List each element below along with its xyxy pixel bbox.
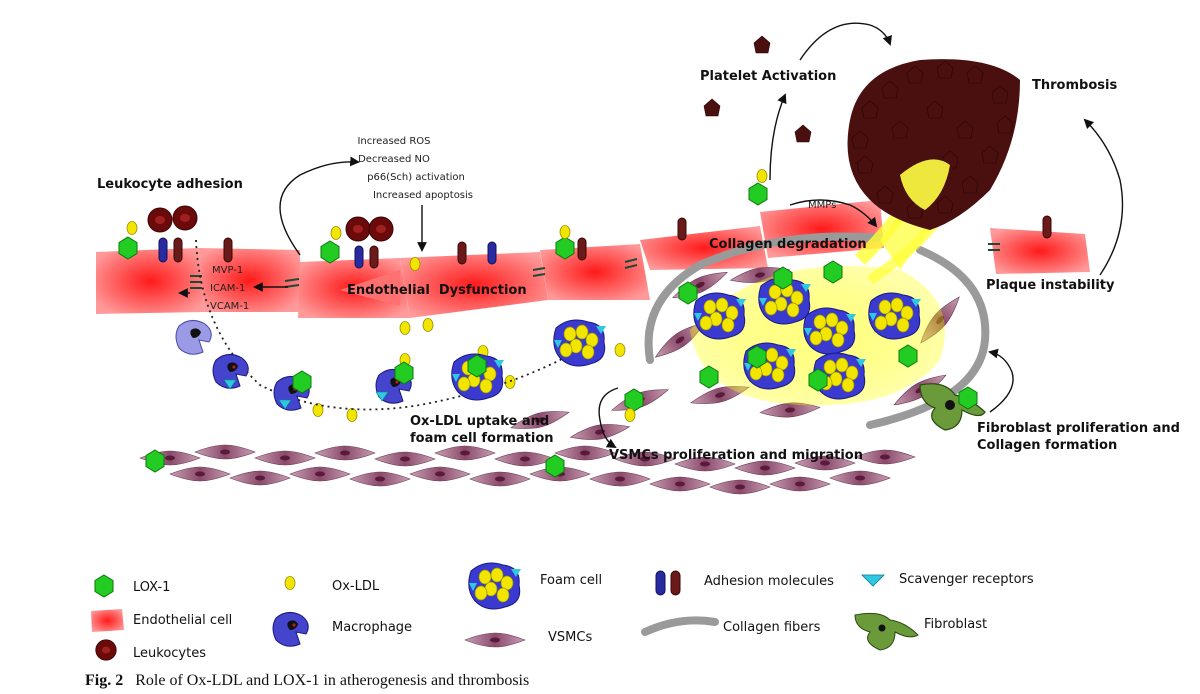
legend-macrophage: Macrophage (272, 611, 412, 647)
legend-scavenger: Scavenger receptors (861, 572, 1034, 587)
adhesion-molecules (158, 215, 1052, 269)
effect-p66: p66(Sch) activation (367, 172, 465, 183)
label-mvp1: MVP-1 (212, 265, 243, 276)
migration-path (195, 239, 578, 411)
figure-caption: Fig. 2 Role of Ox-LDL and LOX-1 in ather… (85, 672, 529, 690)
legend-lox1-label: LOX-1 (133, 580, 170, 595)
label-endothelial-dysfunction: Endothelial Dysfunction (347, 283, 527, 298)
legend-foam-cell-label: Foam cell (540, 573, 602, 588)
legend-collagen: Collagen fibers (641, 616, 821, 636)
legend-foam-cell: Foam cell (468, 562, 602, 610)
legend-vsmc-label: VSMCs (548, 630, 592, 645)
legend-oxldl-label: Ox-LDL (332, 579, 380, 594)
legend-collagen-label: Collagen fibers (723, 620, 821, 635)
legend-lox1: LOX-1 (94, 574, 170, 598)
adhering-leukocytes (147, 205, 394, 242)
label-mmps: MMPs (808, 200, 836, 211)
thrombus (847, 59, 1020, 230)
effect-no: Decreased NO (358, 154, 430, 165)
legend-fibroblast: Fibroblast (854, 612, 987, 651)
label-fibroblast-1: Fibroblast proliferation and (977, 421, 1180, 436)
label-thrombosis: Thrombosis (1032, 78, 1117, 93)
label-plaque-instability: Plaque instability (986, 278, 1115, 293)
label-platelet-activation: Platelet Activation (700, 69, 836, 84)
label-oxldl-uptake-2: foam cell formation (410, 431, 554, 446)
fibroblast (919, 383, 986, 431)
legend-oxldl: Ox-LDL (284, 576, 380, 594)
arrows (178, 22, 1124, 448)
legend-macrophage-label: Macrophage (332, 620, 412, 635)
legend-adhesion-molecules: Adhesion molecules (655, 570, 834, 596)
label-icam1: ICAM-1 (210, 283, 245, 294)
label-leukocyte-adhesion: Leukocyte adhesion (97, 177, 243, 192)
label-vsmc-proliferation: VSMCs proliferation and migration (609, 448, 863, 463)
caption-number: Fig. 2 (85, 672, 124, 689)
effect-apoptosis: Increased apoptosis (373, 190, 473, 201)
legend-adhesion-label: Adhesion molecules (704, 574, 834, 589)
label-collagen-degradation: Collagen degradation (709, 237, 867, 252)
fibroblast-lox1 (958, 386, 978, 410)
effect-ros: Increased ROS (357, 136, 430, 147)
label-fibroblast-2: Collagen formation (977, 438, 1117, 453)
cell-junctions (190, 243, 1000, 289)
migrating-cells (175, 319, 607, 411)
thrombus-glow (900, 159, 950, 210)
legend: LOX-1 Ox-LDL Foam cell Adhesion molecule… (91, 562, 1034, 661)
legend-vsmc: VSMCs (464, 630, 592, 648)
legend-leukocytes-label: Leukocytes (133, 646, 206, 661)
label-oxldl-uptake-1: Ox-LDL uptake and (410, 414, 549, 429)
label-vcam1: VCAM-1 (210, 301, 249, 312)
legend-scavenger-label: Scavenger receptors (899, 572, 1034, 587)
caption-text: Role of Ox-LDL and LOX-1 in atherogenesi… (135, 672, 530, 689)
legend-leukocytes: Leukocytes (95, 639, 206, 661)
free-platelets (703, 35, 812, 143)
legend-fibroblast-label: Fibroblast (924, 617, 987, 632)
collagen-fibers (644, 232, 990, 429)
legend-endothelial-label: Endothelial cell (133, 613, 232, 628)
legend-endothelial: Endothelial cell (91, 609, 232, 632)
